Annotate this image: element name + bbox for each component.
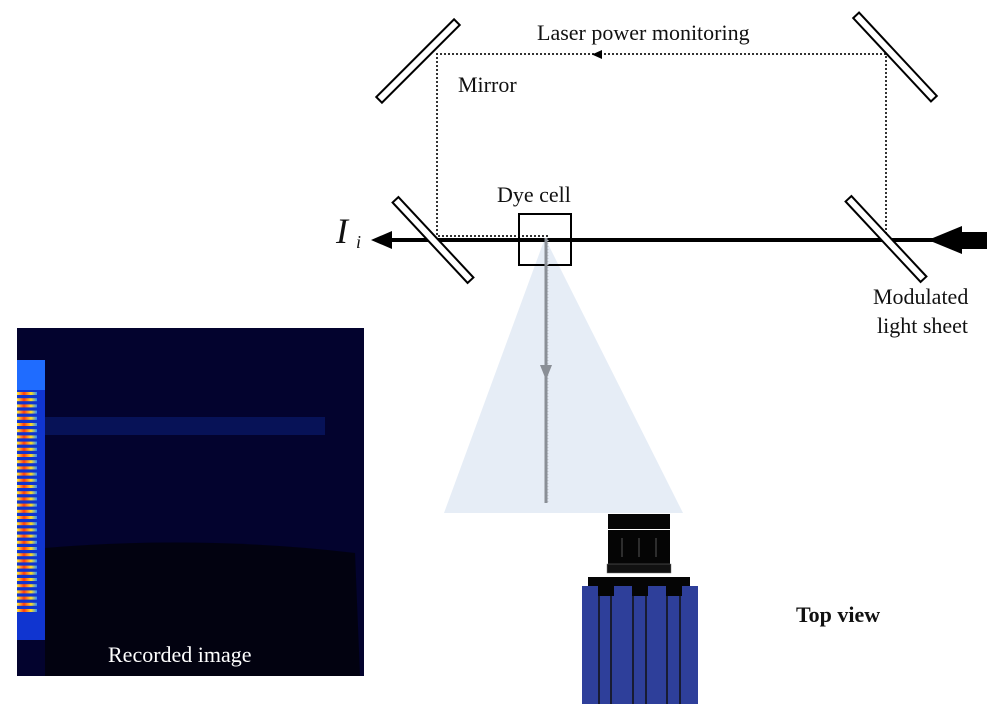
fringe-stripe — [17, 491, 37, 495]
top-view-label: Top view — [796, 602, 880, 627]
fringe-stripe — [17, 441, 37, 445]
fringe-stripe — [17, 503, 37, 507]
camera-arrow-icon — [540, 365, 552, 380]
fringe-stripe — [17, 485, 37, 488]
fringe-stripe — [17, 559, 37, 563]
beam-splitter-right — [844, 194, 928, 284]
mirror-top-right — [851, 11, 939, 103]
fringe-stripe — [17, 565, 37, 569]
fringe-stripe — [17, 472, 37, 476]
fringe-stripe — [17, 429, 37, 433]
fringe-stripe — [17, 392, 37, 395]
fringe-stripe — [17, 435, 37, 439]
fringe-stripe — [17, 410, 37, 414]
beam-splitter-left — [391, 195, 475, 285]
fringe-stripe — [17, 609, 37, 612]
monitor-arrow-icon — [592, 50, 602, 59]
modulated-label-line1: Modulated — [873, 284, 968, 309]
fringe-stripe — [17, 516, 37, 519]
fringe-stripe — [17, 602, 37, 606]
mirror-top-left — [374, 17, 462, 105]
fringe-stripe — [17, 528, 37, 532]
fringe-stripe — [17, 571, 37, 575]
fringe-stripe — [17, 416, 37, 420]
recorded-image-label: Recorded image — [108, 642, 252, 667]
intensity-symbol: I — [335, 211, 350, 251]
fringe-stripe — [17, 497, 37, 501]
camera — [582, 514, 698, 704]
mirror-label: Mirror — [458, 72, 517, 97]
modulated-label-line2: light sheet — [877, 313, 968, 338]
fringe-stripe — [17, 522, 37, 526]
fringe-stripe — [17, 478, 37, 482]
fringe-stripe — [17, 423, 37, 426]
fringe-stripe — [17, 404, 37, 408]
fringe-stripe — [17, 540, 37, 544]
fringe-stripe — [17, 547, 37, 550]
fringe-stripe — [17, 534, 37, 538]
light-cone — [444, 238, 683, 513]
fringe-stripe — [17, 553, 37, 557]
fringe-stripe — [17, 466, 37, 470]
fringe-stripe — [17, 584, 37, 588]
input-beam-tail — [955, 232, 987, 249]
fringe-stripe — [17, 596, 37, 600]
fringe-stripe — [17, 454, 37, 457]
fringe-stripe — [17, 509, 37, 513]
laser-power-monitoring-path — [436, 53, 887, 237]
recorded-image — [17, 328, 364, 676]
fringe-stripe — [17, 447, 37, 451]
laser-power-monitoring-label: Laser power monitoring — [537, 20, 750, 45]
intensity-subscript: i — [356, 232, 361, 252]
input-arrow-icon — [928, 226, 962, 254]
fringe-stripe — [17, 398, 37, 402]
dye-cell-label: Dye cell — [497, 182, 571, 207]
fringe-stripe — [17, 460, 37, 464]
output-arrow-icon — [371, 231, 392, 249]
fringe-stripe — [17, 590, 37, 594]
fringe-stripe — [17, 578, 37, 581]
